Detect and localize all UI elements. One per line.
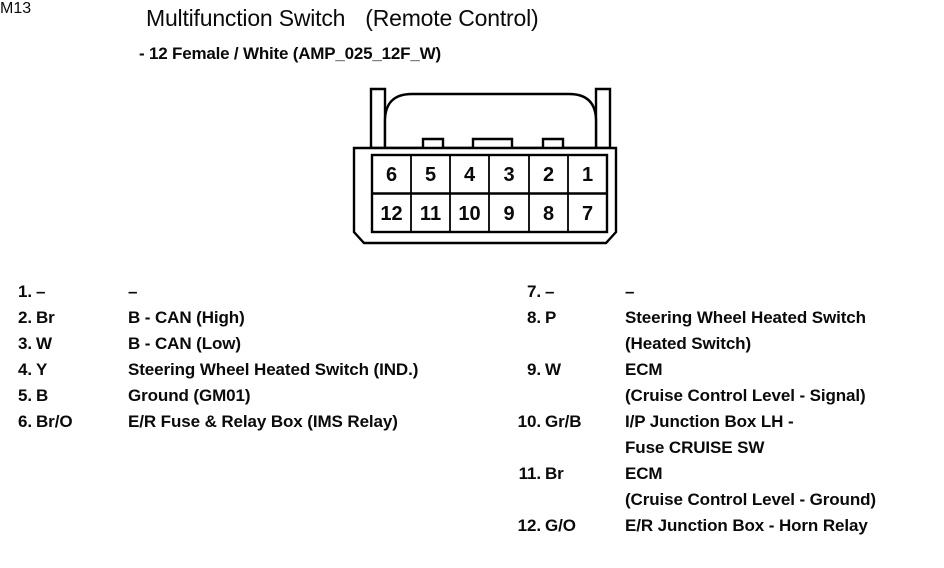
pin-wire-color: W	[545, 360, 561, 379]
pin-description-line2: (Cruise Control Level - Signal)	[625, 386, 866, 405]
pin-number-cell: 12	[380, 203, 402, 225]
pin-description: ECM	[625, 464, 663, 483]
connector-code: M13	[0, 0, 32, 17]
latch-arch-icon	[383, 92, 598, 150]
pin-description: B - CAN (High)	[128, 308, 245, 327]
pin-wire-color: Br	[36, 308, 55, 327]
pin-description: Steering Wheel Heated Switch	[625, 308, 866, 327]
pin-wire-color: Br	[545, 464, 564, 483]
header: M13 Multifunction Switch (Remote Control)…	[0, 0, 944, 76]
pin-wire-color: –	[36, 282, 46, 301]
pin-description: –	[128, 282, 138, 301]
pin-index: 4.	[18, 360, 32, 379]
pin-number-cell: 3	[503, 164, 514, 186]
pinout-row: 3. W B - CAN (Low)	[0, 334, 500, 360]
pin-number-cell: 5	[425, 164, 436, 186]
connector-outline-svg: 6 5 4 3 2 1 12 11 10 9 8 7	[352, 87, 618, 245]
pin-description: ECM	[625, 360, 663, 379]
pin-description: E/R Fuse & Relay Box (IMS Relay)	[128, 412, 398, 431]
pinout-list-right: 7. – – 8. P Steering Wheel Heated Switch…	[505, 282, 944, 542]
pin-number-cell: 9	[503, 203, 514, 225]
pin-number-cell: 6	[386, 164, 397, 186]
page-title: Multifunction Switch (Remote Control)	[146, 5, 539, 32]
connector-diagram: 6 5 4 3 2 1 12 11 10 9 8 7	[340, 80, 630, 255]
pin-wire-color: G/O	[545, 516, 576, 535]
connector-title-main: Multifunction Switch	[146, 5, 346, 31]
pin-description-line2: (Cruise Control Level - Ground)	[625, 490, 876, 509]
pin-description-line2: Fuse CRUISE SW	[625, 438, 765, 457]
pin-index: 1.	[18, 282, 32, 301]
pin-description: –	[625, 282, 635, 301]
pinout-row: 6. Br/O E/R Fuse & Relay Box (IMS Relay)	[0, 412, 500, 438]
pin-number-cell: 7	[582, 203, 593, 225]
pin-index: 6.	[18, 412, 32, 431]
latch-post-left-icon	[369, 87, 387, 150]
pin-description: Steering Wheel Heated Switch (IND.)	[128, 360, 419, 379]
pin-index: 12.	[517, 516, 541, 535]
pinout-row: 4. Y Steering Wheel Heated Switch (IND.)	[0, 360, 500, 386]
latch-post-right-icon	[594, 87, 612, 150]
pin-index: 3.	[18, 334, 32, 353]
pin-wire-color: Gr/B	[545, 412, 582, 431]
pinout-row: 12. G/O E/R Junction Box - Horn Relay	[505, 516, 944, 542]
pin-wire-color: P	[545, 308, 557, 327]
pinout-row: 1. – –	[0, 282, 500, 308]
pin-number-cell: 8	[543, 203, 554, 225]
pinout-row: 8. P Steering Wheel Heated Switch (Heate…	[505, 308, 944, 360]
pin-wire-color: Y	[36, 360, 48, 379]
pin-index: 9.	[527, 360, 541, 379]
pin-index: 5.	[18, 386, 32, 405]
pinout-row: 11. Br ECM (Cruise Control Level - Groun…	[505, 464, 944, 516]
connector-title-qualifier: (Remote Control)	[365, 5, 539, 31]
pin-wire-color: –	[545, 282, 555, 301]
pin-wire-color: W	[36, 334, 52, 353]
pin-wire-color: Br/O	[36, 412, 73, 431]
pin-number-cell: 2	[543, 164, 554, 186]
pin-description: I/P Junction Box LH -	[625, 412, 794, 431]
pin-index: 10.	[517, 412, 541, 431]
pinout-list-left: 1. – – 2. Br B - CAN (High) 3. W B - CAN…	[0, 282, 500, 438]
connector-subtitle: - 12 Female / White (AMP_025_12F_W)	[139, 44, 441, 63]
pin-description: B - CAN (Low)	[128, 334, 241, 353]
pin-wire-color: B	[36, 386, 49, 405]
pinout-row: 2. Br B - CAN (High)	[0, 308, 500, 334]
pin-index: 8.	[527, 308, 541, 327]
pin-description: Ground (GM01)	[128, 386, 251, 405]
pin-description-line2: (Heated Switch)	[625, 334, 752, 353]
pin-number-cell: 10	[458, 203, 480, 225]
pinout-row: 5. B Ground (GM01)	[0, 386, 500, 412]
pinout-row: 10. Gr/B I/P Junction Box LH - Fuse CRUI…	[505, 412, 944, 464]
pin-number-cell: 11	[420, 203, 441, 225]
pin-number-cell: 1	[582, 164, 593, 186]
pin-index: 2.	[18, 308, 32, 327]
pinout-row: 9. W ECM (Cruise Control Level - Signal)	[505, 360, 944, 412]
pin-number-cell: 4	[464, 164, 476, 186]
pin-description: E/R Junction Box - Horn Relay	[625, 516, 868, 535]
pin-index: 11.	[518, 464, 542, 483]
pinout-row: 7. – –	[505, 282, 944, 308]
pin-index: 7.	[527, 282, 541, 301]
